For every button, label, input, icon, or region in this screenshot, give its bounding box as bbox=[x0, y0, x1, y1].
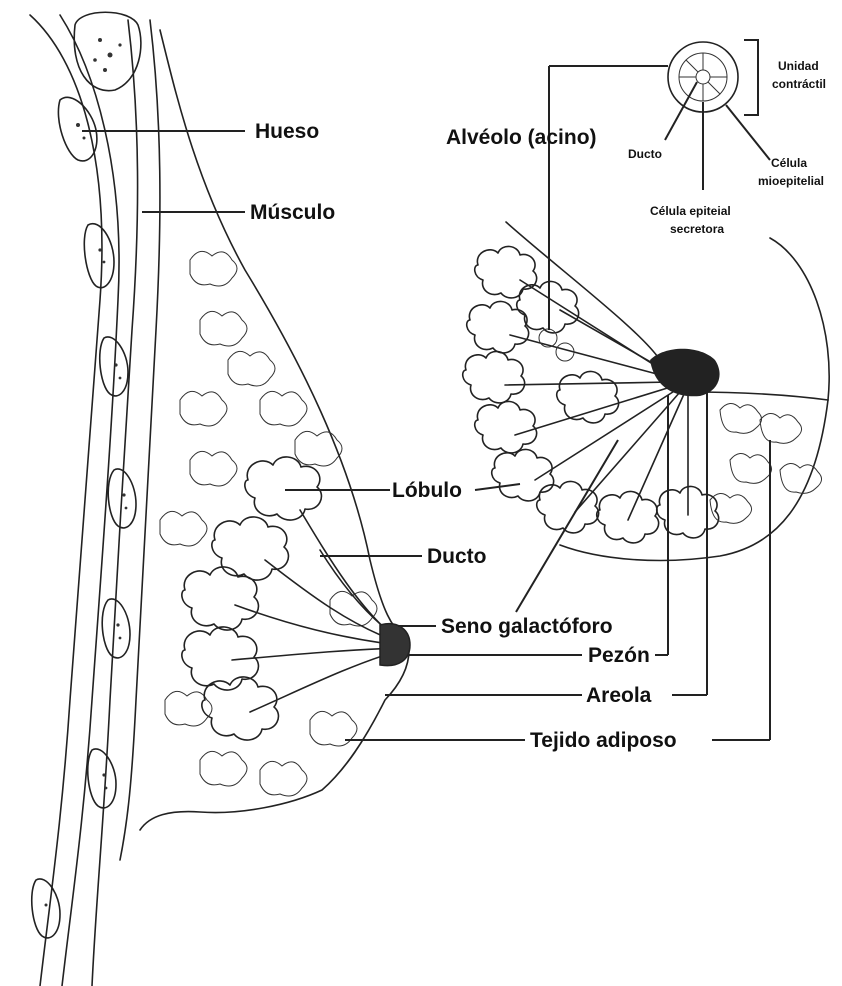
breast-cross-section-illustration bbox=[30, 12, 410, 986]
label-celula-mio-line2: mioepitelial bbox=[758, 174, 824, 188]
label-ducto: Ducto bbox=[427, 545, 487, 568]
leader-lines bbox=[82, 40, 770, 740]
label-seno-galactoforo: Seno galactóforo bbox=[441, 615, 613, 638]
label-hueso: Hueso bbox=[255, 120, 319, 143]
label-ducto-small: Ducto bbox=[628, 147, 662, 161]
label-celula-epi-line1: Célula epiteial bbox=[650, 204, 731, 218]
label-alveolo: Alvéolo (acino) bbox=[446, 126, 597, 149]
alveolus-cross-section-illustration bbox=[668, 42, 738, 112]
label-areola: Areola bbox=[586, 684, 652, 707]
breast-lobule-illustration bbox=[463, 222, 829, 560]
label-pezon: Pezón bbox=[588, 644, 650, 667]
label-unidad-line2: contráctil bbox=[772, 77, 826, 91]
label-musculo: Músculo bbox=[250, 201, 335, 224]
label-celula-mio-line1: Célula bbox=[771, 156, 807, 170]
label-tejido-adiposo: Tejido adiposo bbox=[530, 729, 677, 752]
label-celula-epi-line2: secretora bbox=[670, 222, 724, 236]
label-lobulo: Lóbulo bbox=[392, 479, 462, 502]
label-unidad-line1: Unidad bbox=[778, 59, 819, 73]
